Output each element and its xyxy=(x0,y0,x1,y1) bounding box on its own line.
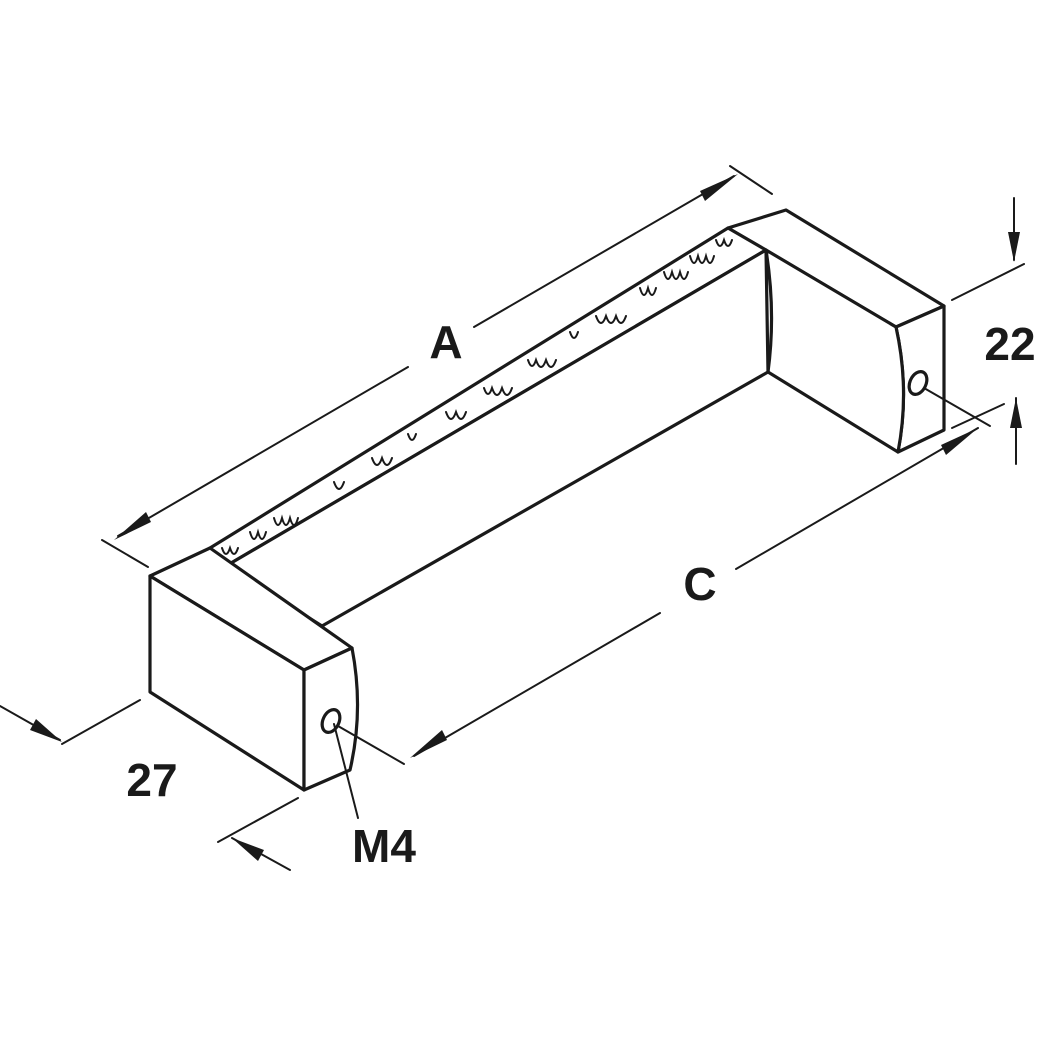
dim-c-arrow-left xyxy=(410,730,447,758)
thread-callout: M4 xyxy=(333,723,416,872)
left-thread-hole xyxy=(320,708,342,734)
left-leg-end-face xyxy=(302,646,360,792)
dim-a-arrow-right xyxy=(700,174,738,201)
dim-27-arrow-right xyxy=(232,838,264,861)
dim-c-line-upper xyxy=(735,427,979,570)
dim-22-label: 22 xyxy=(984,318,1035,370)
dim-27-arrow-left xyxy=(30,719,62,742)
m4-label: M4 xyxy=(352,820,416,872)
dimension-22: 22 xyxy=(951,197,1036,465)
dimension-c: C xyxy=(337,387,991,765)
handle-body xyxy=(148,208,946,792)
dim-a-line-lower xyxy=(117,366,409,537)
dim-a-extension-left xyxy=(101,539,149,568)
dim-c-leader-right xyxy=(923,387,991,427)
m4-leader-line xyxy=(333,723,359,819)
dim-27-extension-left xyxy=(61,699,141,745)
dim-c-arrow-right xyxy=(941,428,978,455)
dim-22-arrow-top xyxy=(1008,232,1020,262)
dim-27-label: 27 xyxy=(126,754,177,806)
dim-22-extension-bottom xyxy=(951,403,1005,429)
dim-22-extension-top xyxy=(951,263,1025,301)
dim-a-label: A xyxy=(429,316,462,368)
dim-27-extension-right xyxy=(217,797,299,843)
grip-texture xyxy=(221,236,733,555)
dim-a-arrow-left xyxy=(114,512,151,540)
dim-22-arrow-bottom xyxy=(1010,398,1022,428)
dim-c-leader-left xyxy=(337,725,405,765)
right-leg-inner-face xyxy=(764,248,906,454)
dimension-a: A xyxy=(101,165,773,568)
dim-c-line-lower xyxy=(413,612,661,757)
dim-c-label: C xyxy=(683,558,716,610)
dim-a-line-upper xyxy=(473,175,735,328)
right-thread-hole xyxy=(907,370,929,396)
dimension-27: 27 xyxy=(0,699,299,871)
dim-a-extension-right xyxy=(729,165,773,195)
